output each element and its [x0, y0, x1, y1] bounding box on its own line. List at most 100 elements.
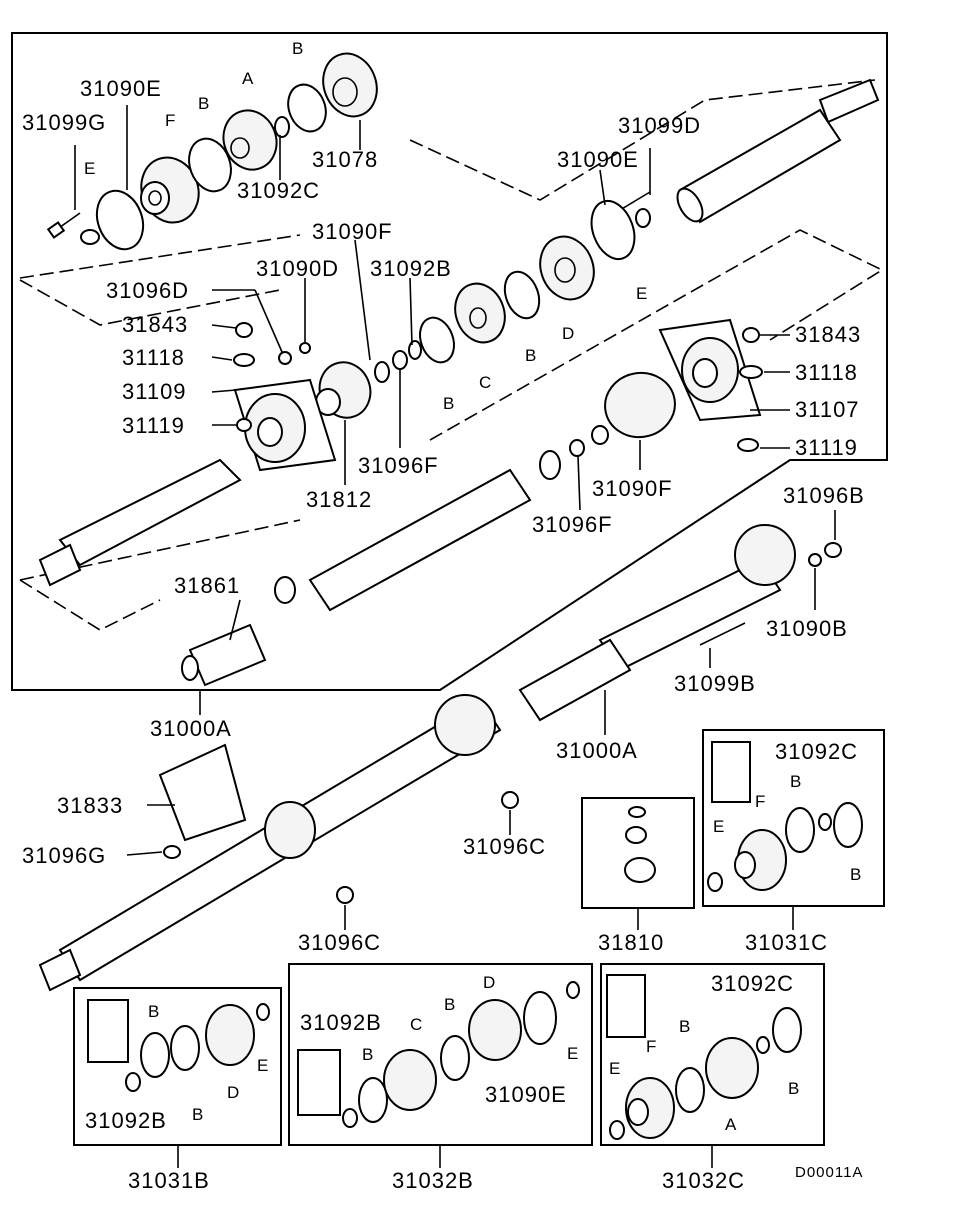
ring-31092b-top [408, 340, 422, 360]
letter-b: B [198, 94, 210, 113]
label-31090b: 31090B [766, 616, 848, 641]
label-31119-right: 31119 [795, 435, 858, 460]
main-assembly-outline [11, 32, 888, 691]
guide-line [409, 79, 876, 201]
cross-joint-31810 [624, 806, 656, 883]
washer-e-mid [635, 208, 651, 228]
letter-a: A [242, 69, 254, 88]
cushion-31118-right [739, 365, 763, 379]
label-31118-left: 31118 [122, 345, 185, 370]
nut-31096c-upper [501, 791, 519, 809]
nut-31096b [824, 542, 842, 558]
nut-31096f-right [569, 439, 585, 457]
label-31810: 31810 [598, 930, 665, 955]
letter-b: B [292, 39, 304, 58]
letter-b: B [790, 772, 802, 791]
label-31032b: 31032B [392, 1168, 474, 1193]
nut-31096d [278, 351, 292, 365]
label-31099g: 31099G [22, 110, 107, 135]
bolt-31099g [46, 212, 81, 239]
flange-f-top [140, 156, 200, 224]
nut-31096f-left [392, 350, 408, 370]
universal-joint-left [274, 576, 296, 604]
label-31090f-top: 31090F [312, 219, 393, 244]
letter-a: A [725, 1115, 737, 1134]
label-31092c-box31031c: 31092C [775, 739, 859, 764]
letter-b: B [679, 1017, 691, 1036]
bolt-31099b [699, 622, 746, 646]
label-31000a-right: 31000A [556, 738, 638, 763]
flex-coupling-a-top [222, 109, 278, 171]
gasket-b-mid1 [503, 270, 541, 320]
label-31092b-box31031b: 31092B [85, 1108, 167, 1133]
label-31031c: 31031C [745, 930, 829, 955]
parts-31032c [606, 974, 802, 1140]
diagram-code: D00011A [795, 1164, 864, 1181]
letter-e: E [713, 817, 725, 836]
label-31090e-top: 31090E [80, 76, 162, 101]
cushion-31119-left [236, 418, 252, 432]
letter-f: F [646, 1037, 657, 1056]
washer-31090f-right [591, 425, 609, 445]
label-31092b-top: 31092B [370, 256, 452, 281]
box-31032c [600, 963, 825, 1146]
label-31107: 31107 [795, 397, 860, 422]
cushion-31843-left [235, 322, 253, 338]
gasket-b-top1 [188, 137, 232, 193]
flange-yoke-left-center [315, 361, 372, 419]
label-31118-right: 31118 [795, 360, 858, 385]
letter-e: E [609, 1059, 621, 1078]
label-31833: 31833 [57, 793, 124, 818]
nut-31096c-lower [336, 886, 354, 904]
letter-c: C [410, 1015, 423, 1034]
guide-line [19, 234, 301, 279]
letter-b: B [850, 865, 862, 884]
letter-e: E [257, 1056, 269, 1075]
letter-d: D [483, 973, 496, 992]
label-31096f-right: 31096F [532, 512, 613, 537]
letter-b: B [444, 995, 456, 1014]
nut-31096g [163, 845, 181, 859]
flex-coupling-31078 [322, 52, 378, 118]
gasket-b-top2 [287, 83, 327, 133]
label-31031b: 31031B [128, 1168, 210, 1193]
label-31096f-left: 31096F [358, 453, 439, 478]
letter-d: D [562, 324, 575, 343]
label-31032c: 31032C [662, 1168, 746, 1193]
letter-e: E [84, 159, 96, 178]
shaft-rear-right [598, 524, 796, 672]
label-31096d: 31096D [106, 278, 190, 303]
shaft-31000a-lower [38, 638, 632, 992]
parts-31031c [707, 741, 863, 892]
letter-e: E [567, 1044, 579, 1063]
label-31861: 31861 [174, 573, 241, 598]
label-31092b-box31032b: 31092B [300, 1010, 382, 1035]
washer-31090f-top [374, 361, 390, 383]
gasket-31090e-top [95, 189, 145, 251]
box-31810 [581, 797, 695, 909]
guide-line [19, 579, 161, 631]
shaft-front-left [38, 458, 242, 587]
guide-line [429, 229, 884, 441]
label-31090f-right: 31090F [592, 476, 673, 501]
gasket-b-mid2 [419, 316, 455, 364]
label-31096c-lower: 31096C [298, 930, 382, 955]
leader-lines [74, 105, 836, 1168]
cushion-31119-right [737, 438, 759, 452]
guide-line [19, 279, 281, 326]
label-31119-left: 31119 [122, 413, 185, 438]
label-31096c-upper: 31096C [463, 834, 547, 859]
center-bearing-31107-right [658, 318, 762, 422]
heat-protector-31833 [158, 743, 247, 842]
letter-b: B [443, 394, 455, 413]
label-31096b: 31096B [783, 483, 865, 508]
label-31099d: 31099D [618, 113, 702, 138]
letter-e: E [636, 284, 648, 303]
bolt-31099d [619, 191, 651, 211]
label-31092c-top: 31092C [237, 178, 321, 203]
label-31078: 31078 [312, 147, 379, 172]
washer-31090d [299, 342, 311, 354]
letter-f: F [165, 111, 176, 130]
label-31092c-box31032c: 31092C [711, 971, 795, 996]
